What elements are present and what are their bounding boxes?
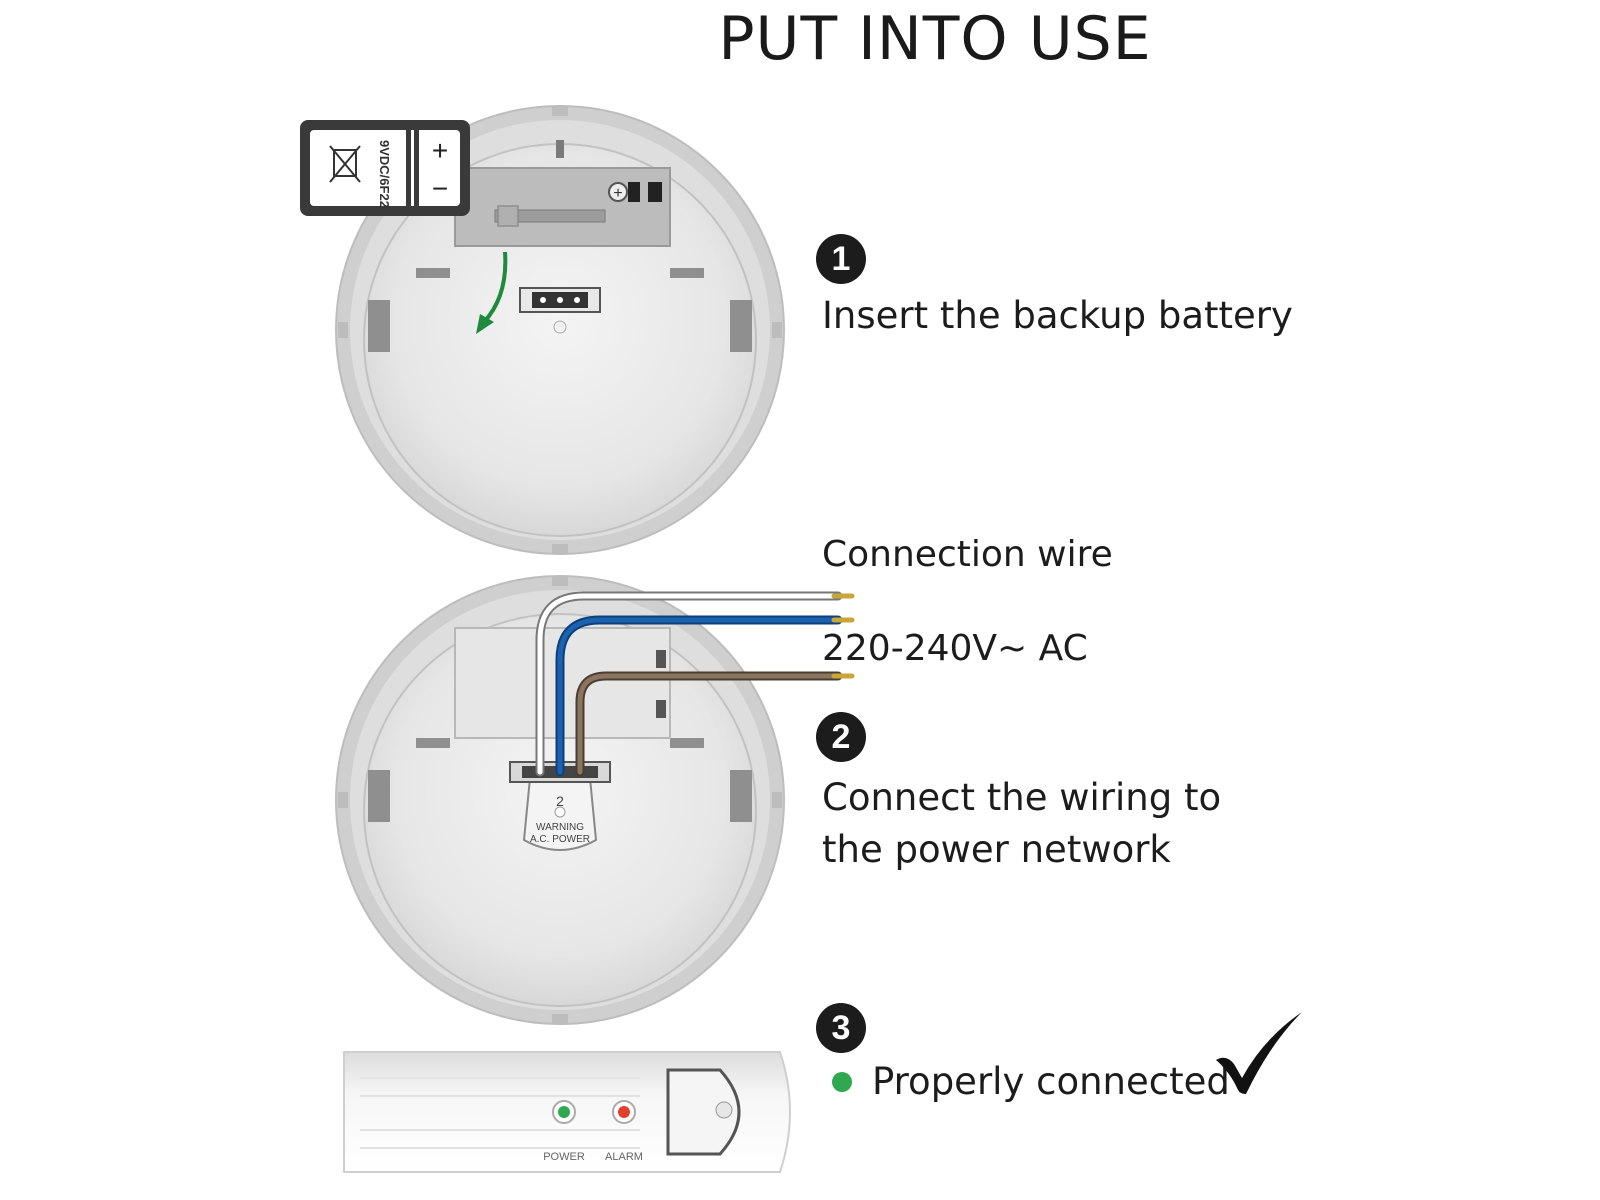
terminal-warning-line2: A.C. POWER	[530, 834, 590, 845]
battery-minus: −	[432, 173, 448, 204]
test-button	[666, 1068, 741, 1156]
checkmark-icon	[1216, 1012, 1302, 1094]
step-2-text: Connect the wiring to the power network	[822, 776, 1222, 871]
alarm-led	[618, 1106, 630, 1118]
battery-9v: 9VDC/6F22 + −	[300, 120, 470, 216]
step-2-badge: 2	[816, 712, 866, 762]
voltage-label: 220-240V~ AC	[822, 628, 1088, 669]
svg-text:+: +	[613, 185, 622, 202]
smoke-detector-device: POWER ALARM	[343, 1051, 791, 1173]
base-plate-wiring: 2 WARNING A.C. POWER	[335, 575, 785, 1025]
step-3-badge: 3	[816, 1003, 866, 1053]
power-label: POWER	[543, 1151, 585, 1163]
connection-wire-label: Connection wire	[822, 534, 1113, 575]
step-3-text: Properly connected	[872, 1060, 1230, 1103]
power-led	[558, 1106, 570, 1118]
battery-plus: +	[432, 135, 448, 166]
alarm-label: ALARM	[605, 1151, 643, 1163]
page-title: PUT INTO USE	[718, 4, 1152, 74]
step-1-text: Insert the backup battery	[822, 294, 1293, 337]
terminal-number: 2	[556, 793, 564, 809]
step-1-badge: 1	[816, 234, 866, 284]
terminal-warning-line1: WARNING	[536, 822, 584, 833]
insert-arrow	[482, 251, 508, 324]
status-dot	[832, 1072, 852, 1092]
connection-wires	[535, 591, 855, 777]
recycle-bin-icon	[329, 145, 361, 183]
battery-spec: 9VDC/6F22	[377, 140, 392, 208]
base-plate-battery: +	[335, 105, 785, 555]
